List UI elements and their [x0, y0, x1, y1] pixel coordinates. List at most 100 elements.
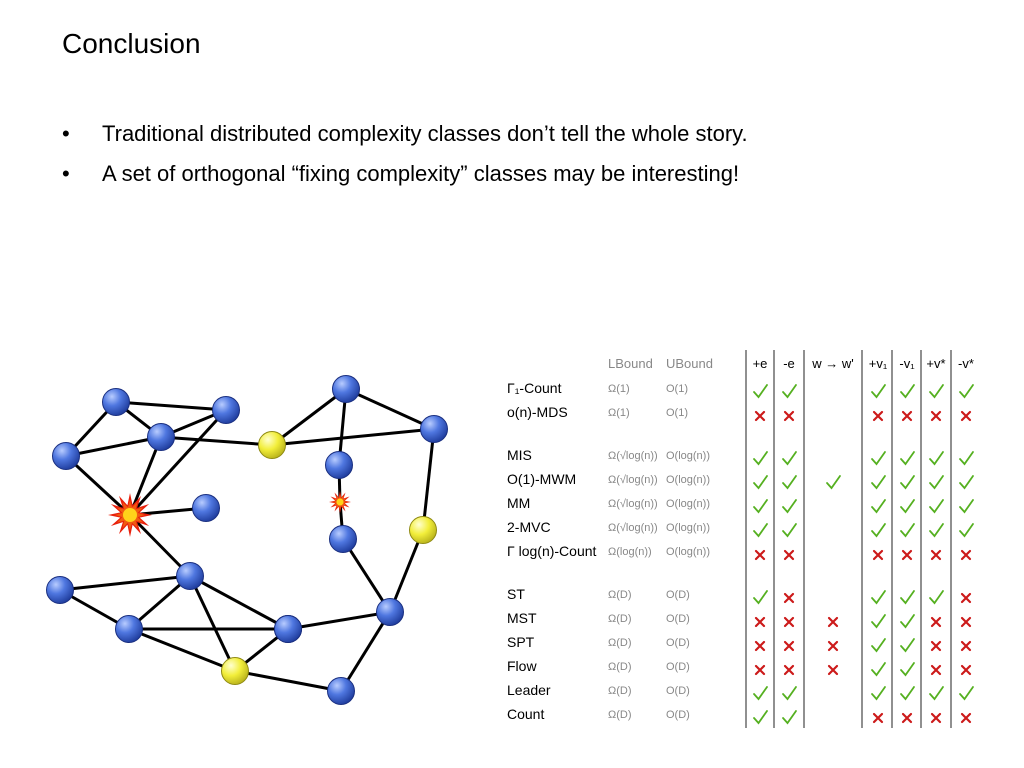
cross-icon: [930, 664, 942, 676]
check-icon: [929, 686, 944, 701]
check-icon: [959, 475, 974, 490]
row-problem-name: MM: [507, 495, 530, 511]
check-icon: [782, 710, 797, 725]
check-icon: [782, 499, 797, 514]
check-icon: [929, 384, 944, 399]
graph-edge: [65, 435, 162, 458]
cross-icon: [783, 592, 795, 604]
row-problem-name: Γ₁-Count: [507, 380, 562, 396]
graph-edge: [271, 427, 435, 447]
row-lower-bound: Ω(√log(n)): [608, 498, 658, 510]
check-icon: [782, 475, 797, 490]
graph-edge: [287, 610, 391, 631]
check-icon: [900, 499, 915, 514]
row-problem-name: 2-MVC: [507, 519, 551, 535]
row-problem-name: Flow: [507, 658, 537, 674]
row-problem-name: SPT: [507, 634, 535, 650]
row-problem-name: MST: [507, 610, 537, 626]
check-icon: [959, 523, 974, 538]
cross-icon: [930, 549, 942, 561]
graph-node: [176, 562, 204, 590]
graph-node: [274, 615, 302, 643]
cross-icon: [930, 712, 942, 724]
cross-icon: [783, 664, 795, 676]
col-header-lbound: LBound: [608, 356, 653, 371]
check-icon: [929, 590, 944, 605]
row-lower-bound: Ω(√log(n)): [608, 474, 658, 486]
row-upper-bound: O(log(n)): [666, 450, 710, 462]
graph-edge: [128, 408, 228, 517]
check-icon: [753, 710, 768, 725]
graph-nodes: [46, 375, 448, 705]
row-problem-name: ST: [507, 586, 525, 602]
graph-edge: [64, 454, 132, 517]
check-icon: [782, 686, 797, 701]
row-lower-bound: Ω(1): [608, 383, 630, 395]
row-upper-bound: O(log(n)): [666, 498, 710, 510]
row-upper-bound: O(log(n)): [666, 546, 710, 558]
graph-edge: [271, 387, 347, 447]
col-header: +v₁: [869, 356, 888, 371]
row-lower-bound: Ω(√log(n)): [608, 450, 658, 462]
graph-node-highlighted: [409, 516, 437, 544]
cross-icon: [872, 712, 884, 724]
col-header: +e: [753, 356, 768, 371]
cross-icon: [783, 549, 795, 561]
check-icon: [753, 590, 768, 605]
cross-icon: [960, 616, 972, 628]
graph-edge: [188, 575, 237, 672]
graph-edge: [128, 513, 192, 578]
row-upper-bound: O(D): [666, 685, 690, 697]
row-problem-name: Leader: [507, 682, 551, 698]
cross-icon: [930, 410, 942, 422]
row-lower-bound: Ω(D): [608, 661, 632, 673]
check-icon: [959, 451, 974, 466]
row-lower-bound: Ω(D): [608, 613, 632, 625]
cross-icon: [827, 664, 839, 676]
check-icon: [871, 451, 886, 466]
row-lower-bound: Ω(D): [608, 685, 632, 697]
cross-icon: [960, 549, 972, 561]
check-icon: [900, 384, 915, 399]
explosion-icon: [108, 493, 152, 537]
check-icon: [900, 590, 915, 605]
row-upper-bound: O(D): [666, 637, 690, 649]
cross-icon: [754, 664, 766, 676]
cross-icon: [901, 712, 913, 724]
col-header: -v₁: [899, 356, 915, 371]
check-icon: [871, 662, 886, 677]
check-icon: [900, 523, 915, 538]
check-icon: [871, 499, 886, 514]
cross-icon: [930, 640, 942, 652]
check-icon: [753, 475, 768, 490]
cross-icon: [754, 640, 766, 652]
row-upper-bound: O(log(n)): [666, 522, 710, 534]
row-upper-bound: O(D): [666, 709, 690, 721]
graph-edge: [115, 400, 227, 412]
check-icon: [871, 614, 886, 629]
bullet-text: Traditional distributed complexity class…: [102, 121, 748, 146]
col-header: +v*: [926, 356, 945, 371]
graph-node: [325, 451, 353, 479]
cross-icon: [960, 712, 972, 724]
check-icon: [900, 451, 915, 466]
graph-node: [52, 442, 80, 470]
graph-node: [212, 396, 240, 424]
row-lower-bound: Ω(√log(n)): [608, 522, 658, 534]
cross-icon: [754, 616, 766, 628]
cross-icon: [872, 549, 884, 561]
check-icon: [753, 523, 768, 538]
graph-node: [327, 677, 355, 705]
col-header: -e: [783, 356, 795, 371]
graph-edge: [160, 435, 273, 447]
cross-icon: [960, 640, 972, 652]
graph-node: [376, 598, 404, 626]
check-icon: [929, 523, 944, 538]
cross-icon: [901, 410, 913, 422]
check-icon: [871, 638, 886, 653]
graph-edge: [345, 387, 435, 431]
row-upper-bound: O(1): [666, 383, 688, 395]
check-icon: [959, 499, 974, 514]
